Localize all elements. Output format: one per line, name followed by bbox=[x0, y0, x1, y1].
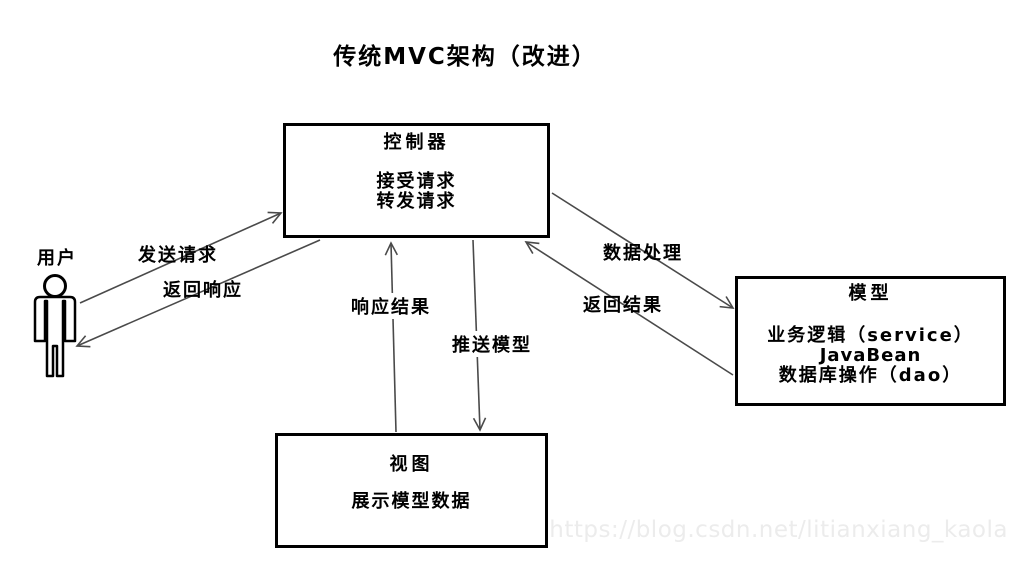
watermark: https://blog.csdn.net/litianxiang_kaola bbox=[549, 517, 1008, 543]
view-box-line: 展示模型数据 bbox=[351, 491, 472, 512]
actor-body bbox=[33, 295, 77, 378]
controller-box: 控制器 接受请求 转发请求 bbox=[283, 123, 550, 238]
user-actor-figure bbox=[33, 274, 77, 378]
diagram-title: 传统MVC架构（改进） bbox=[333, 44, 597, 70]
actor-head bbox=[43, 274, 67, 298]
send-request-label: 发送请求 bbox=[138, 245, 218, 266]
controller-box-line: 接受请求 bbox=[376, 171, 457, 192]
model-box: 模型 业务逻辑（service） JavaBean 数据库操作（dao） bbox=[735, 276, 1006, 406]
model-box-line: 业务逻辑（service） bbox=[767, 325, 974, 346]
controller-box-line: 转发请求 bbox=[376, 191, 457, 212]
model-box-line: JavaBean bbox=[819, 345, 922, 366]
user-actor-label: 用户 bbox=[37, 248, 77, 269]
controller-box-title: 控制器 bbox=[383, 132, 450, 153]
data-processing-label: 数据处理 bbox=[603, 243, 683, 264]
response-result-arrow bbox=[384, 241, 399, 433]
model-box-line: 数据库操作（dao） bbox=[778, 365, 963, 386]
return-response-label: 返回响应 bbox=[163, 280, 243, 301]
view-box-title: 视图 bbox=[389, 454, 434, 475]
return-result-label: 返回结果 bbox=[583, 295, 663, 316]
view-box: 视图 展示模型数据 bbox=[275, 433, 548, 548]
model-box-title: 模型 bbox=[848, 283, 893, 304]
push-model-label: 推送模型 bbox=[449, 331, 535, 357]
response-result-label: 响应结果 bbox=[348, 293, 434, 319]
